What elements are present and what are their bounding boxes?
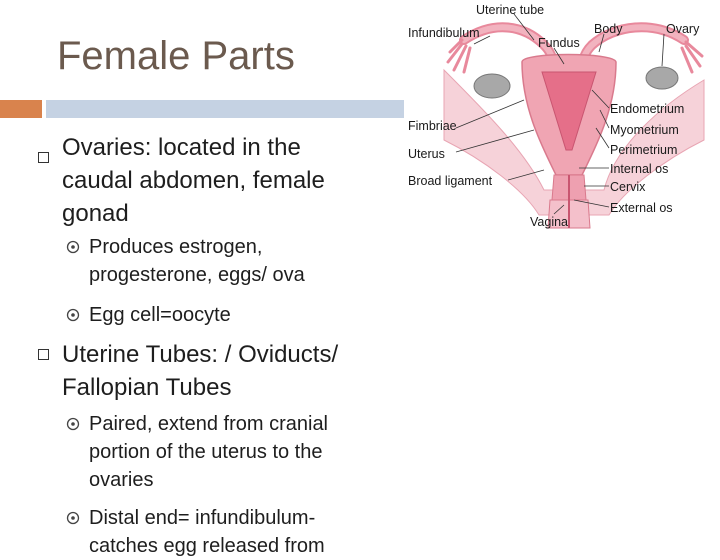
label-perimetrium: Perimetrium [610,143,677,157]
sub-bullet-paired-line-2: portion of the uterus to the [89,441,323,463]
bullet-ovaries-line-3: gonad [62,200,129,227]
sub-bullet-target-icon [66,240,80,254]
sub-bullet-estrogen-line-2: progesterone, eggs/ ova [89,264,305,286]
bullet-uterine-tubes-line-1: Uterine Tubes: / Oviducts/ [62,341,339,368]
sub-bullet-target-icon [66,308,80,322]
bullet-square-icon [38,349,49,360]
label-uterus: Uterus [408,147,445,161]
bullet-ovaries-line-2: caudal abdomen, female [62,167,325,194]
slide-title: Female Parts [57,34,295,78]
title-accent-bar-orange [0,100,42,118]
bullet-ovaries-line-1: Ovaries: located in the [62,134,301,161]
bullet-square-icon [38,152,49,163]
label-body: Body [594,22,623,36]
label-endometrium: Endometrium [610,102,684,116]
label-infundibulum: Infundibulum [408,26,480,40]
sub-bullet-oocyte: Egg cell=oocyte [89,304,231,326]
bullet-uterine-tubes-line-2: Fallopian Tubes [62,374,232,401]
label-external-os: External os [610,201,673,215]
sub-bullet-target-icon [66,511,80,525]
sub-bullet-estrogen-line-1: Produces estrogen, [89,236,263,258]
sub-bullet-paired-line-3: ovaries [89,469,154,491]
label-fundus: Fundus [538,36,580,50]
label-myometrium: Myometrium [610,123,679,137]
label-ovary: Ovary [666,22,700,36]
label-uterine-tube: Uterine tube [476,3,544,17]
sub-bullet-paired-line-1: Paired, extend from cranial [89,413,329,435]
label-broad-ligament: Broad ligament [408,174,493,188]
label-fimbriae: Fimbriae [408,119,457,133]
label-cervix: Cervix [610,180,646,194]
label-internal-os: Internal os [610,162,668,176]
sub-bullet-target-icon [66,417,80,431]
uterus-anatomy-illustration: Uterine tube Infundibulum Body Ovary Fun… [408,3,705,229]
sub-bullet-distal-end-line-1: Distal end= infundibulum- [89,507,316,529]
label-vagina: Vagina [530,215,568,229]
uterus-anatomy-diagram: Uterine tube Infundibulum Body Ovary Fun… [404,0,720,232]
sub-bullet-distal-end-line-2: catches egg released from [89,535,325,557]
